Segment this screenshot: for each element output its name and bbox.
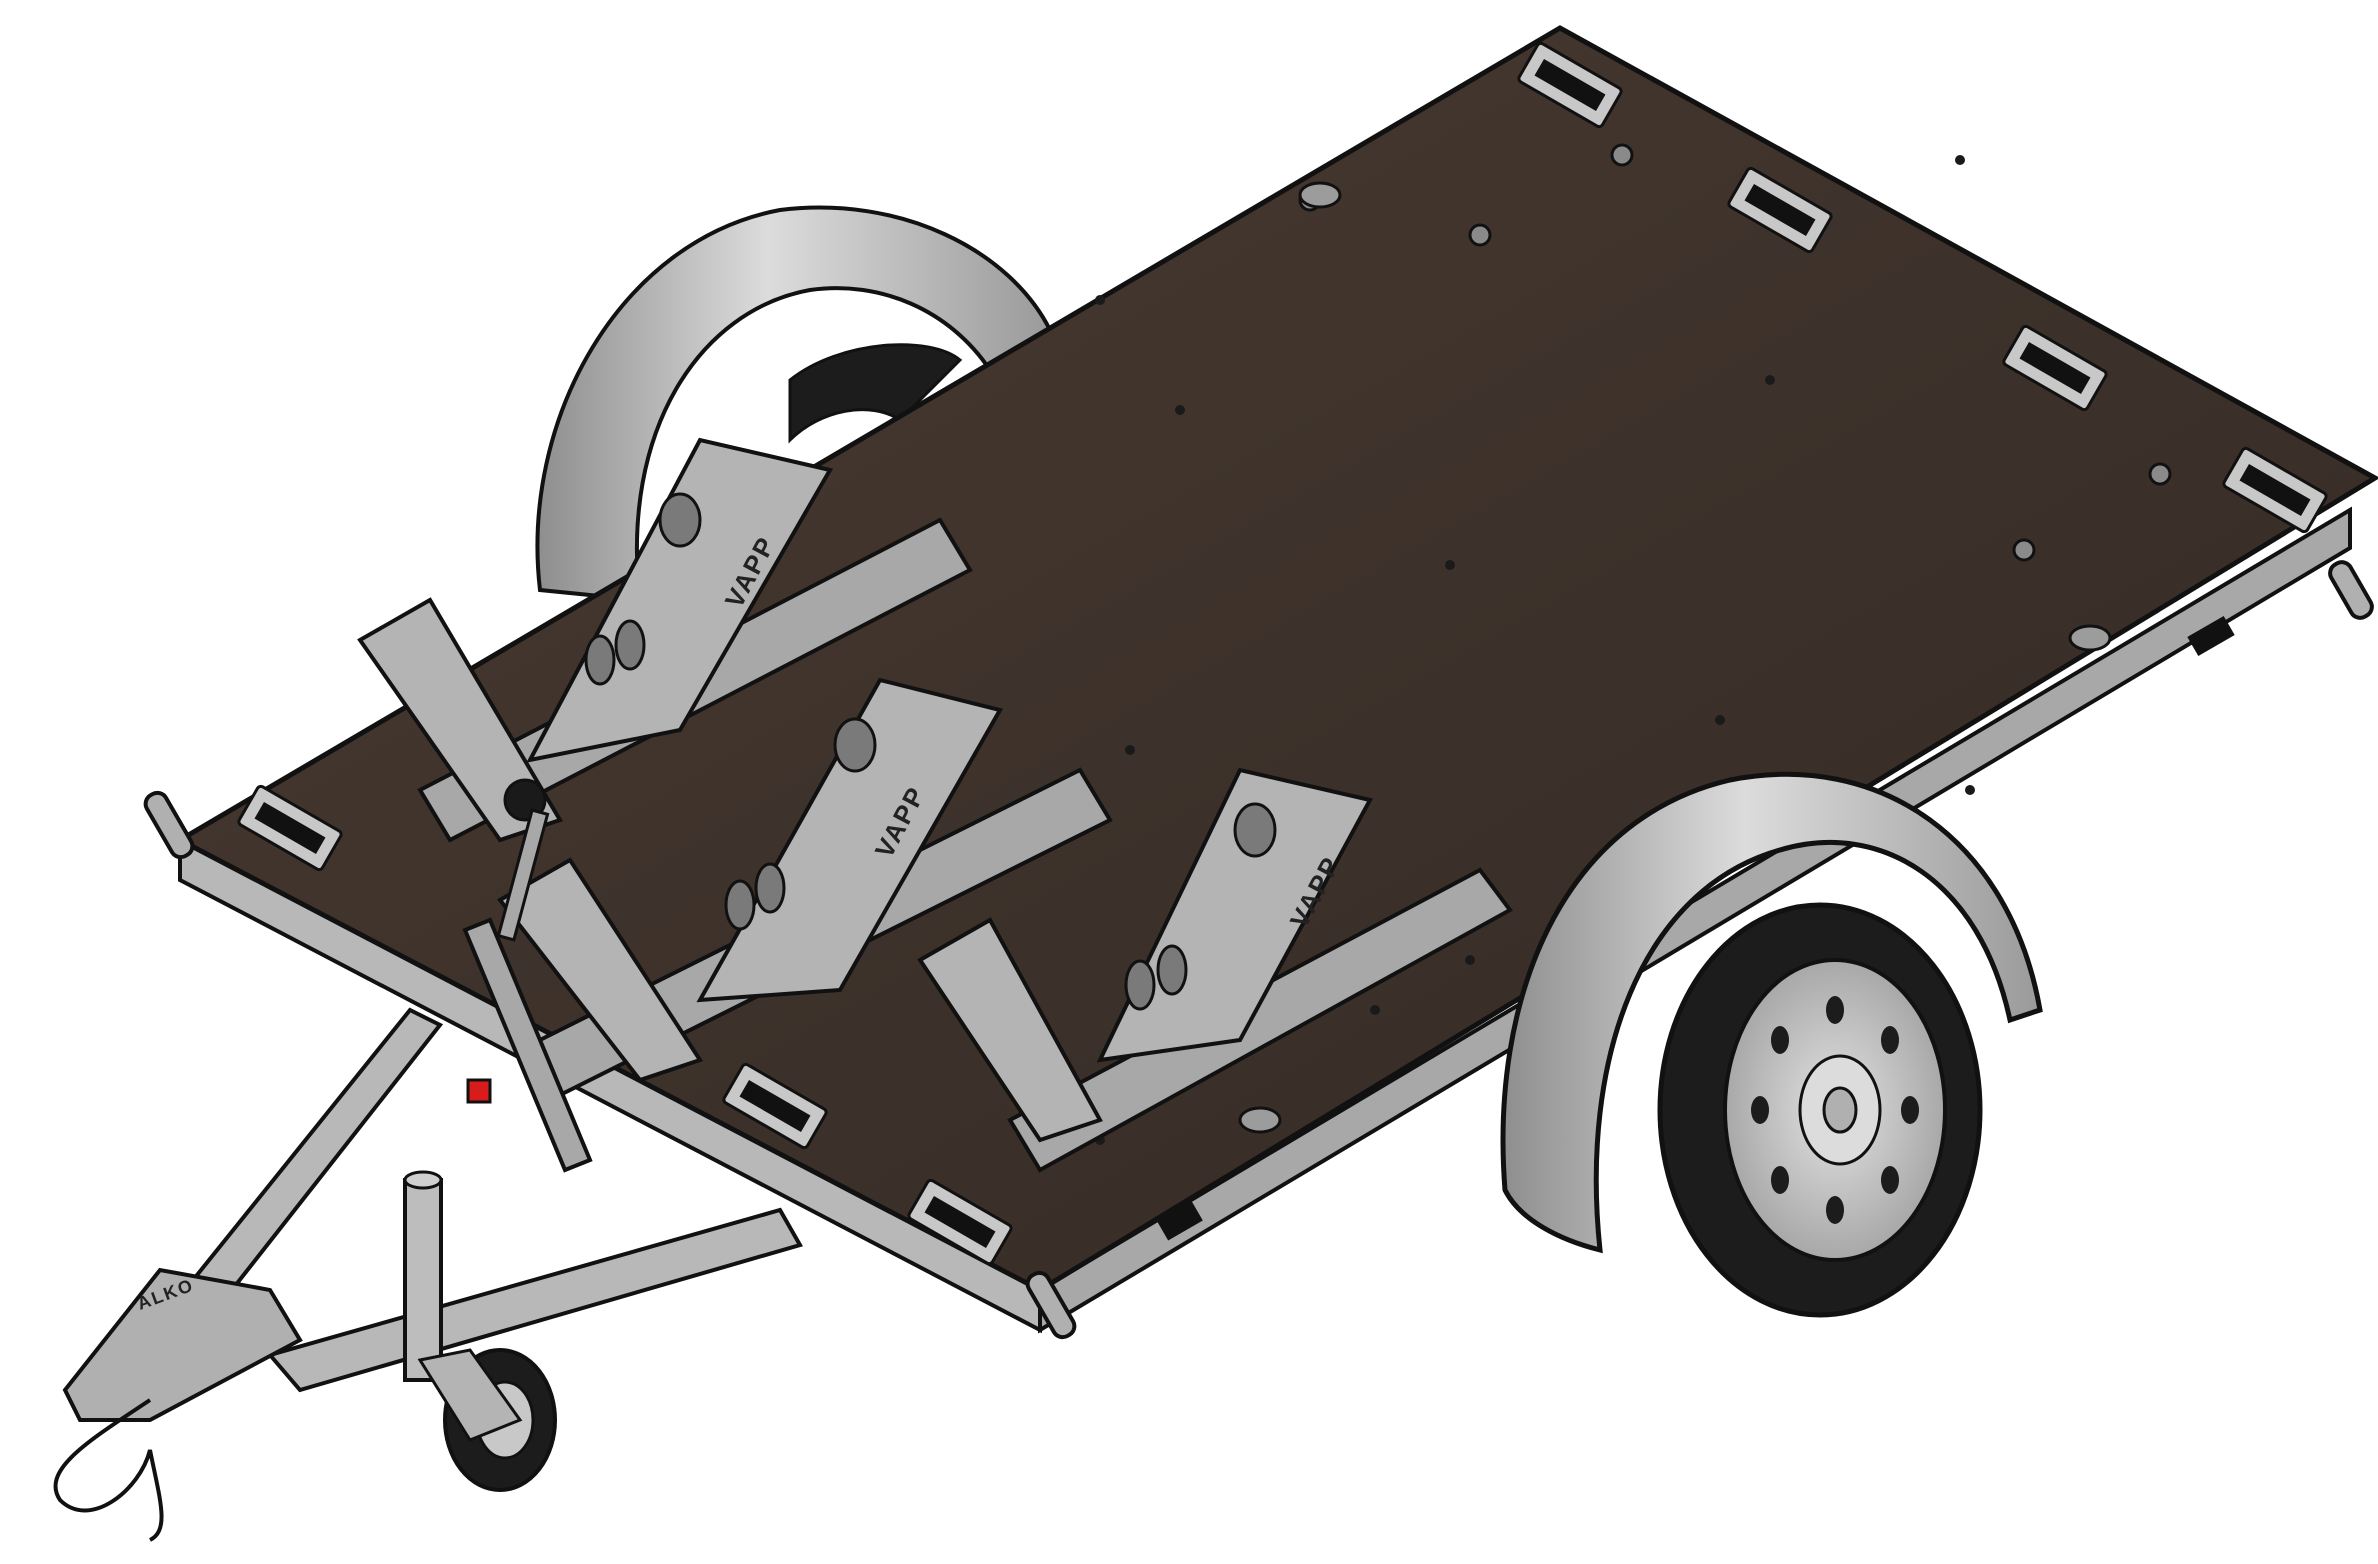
jockey-wheel — [403, 1170, 557, 1492]
tie-down-points — [237, 41, 2328, 1266]
deck-surface — [174, 25, 2378, 1293]
coupling-head — [62, 1267, 303, 1422]
drawbar-left-arm — [181, 1007, 444, 1308]
left-wheel-assembly — [535, 205, 1053, 603]
right-wheel-assembly — [1500, 771, 2043, 1318]
drawbar: ALKO — [53, 1007, 803, 1542]
frame-right-rail — [1038, 506, 2352, 1334]
rim-holes — [1751, 996, 1919, 1224]
right-fender — [1500, 771, 2043, 1254]
left-fender — [535, 205, 1053, 603]
drawbar-right-arm — [266, 1207, 803, 1393]
reflector — [466, 1078, 492, 1104]
corner-bumpers — [143, 560, 2374, 1340]
deck-lashing-rings — [1238, 181, 2112, 1134]
wheel-chock: VAPP — [357, 437, 973, 843]
deck — [174, 25, 2378, 1293]
breakaway-cable — [53, 1398, 164, 1542]
frame-slot — [2187, 615, 2235, 657]
hand-brake-lever — [462, 778, 593, 1173]
left-tire — [788, 343, 963, 444]
trailer-frame — [178, 506, 2352, 1334]
frame-slot — [1157, 1201, 1203, 1241]
